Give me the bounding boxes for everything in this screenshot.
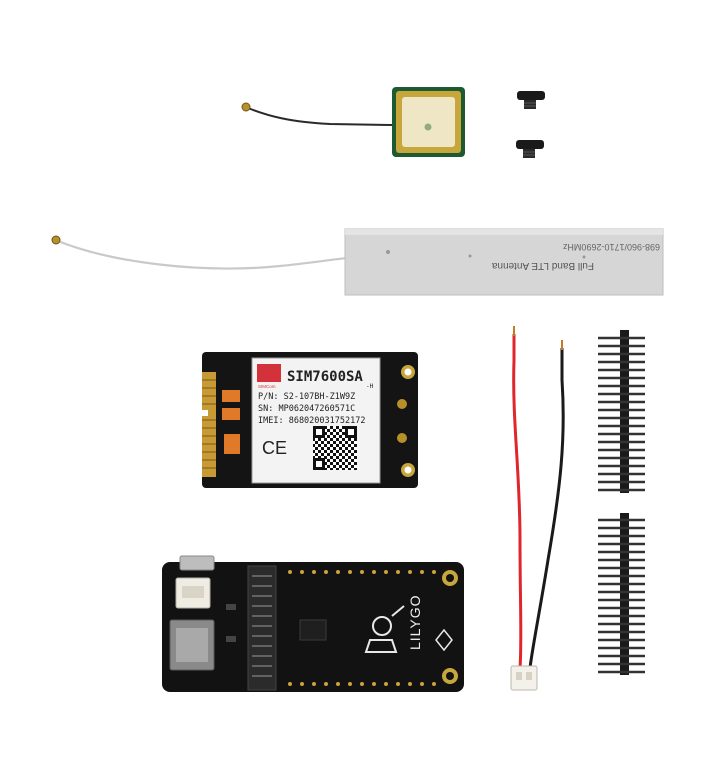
simcom-logo-text: SIMCom xyxy=(258,384,276,389)
pin-header-bottom xyxy=(598,513,645,675)
lte-antenna-dot xyxy=(386,250,390,254)
sim-card-slot-inner xyxy=(176,628,208,662)
sim7600-module: SIMCom SIM7600SA -H P/N: S2-107BH-Z1W9Z … xyxy=(200,352,418,488)
edge-connector-fingers xyxy=(202,379,216,469)
jst-slot xyxy=(516,672,522,680)
lilygo-mascot-logo xyxy=(364,605,405,653)
smd-component xyxy=(226,604,236,610)
lte-antenna-dot xyxy=(582,255,586,259)
antenna-pad xyxy=(397,399,407,409)
edge-notch xyxy=(200,410,208,416)
module-model: SIM7600SA xyxy=(287,369,363,385)
mount-hole-center xyxy=(404,368,412,376)
module-imei: IMEI: 868020031752172 xyxy=(258,416,365,426)
board-mount-hole-center xyxy=(446,672,454,680)
gps-ceramic-patch xyxy=(402,97,455,147)
antenna-pad xyxy=(397,433,407,443)
lte-antenna-cable xyxy=(57,239,391,270)
lilygo-brand-text: LILYGO xyxy=(407,594,423,650)
header-pins xyxy=(598,518,645,674)
smd-component xyxy=(226,636,236,642)
component xyxy=(222,390,240,402)
lte-ufl-connector xyxy=(51,235,61,245)
lte-antenna-frequency: 698-960/1710-2690MHz xyxy=(562,242,660,252)
module-model-suffix: -H xyxy=(366,383,374,390)
gps-antenna-cable xyxy=(247,107,393,126)
chip xyxy=(299,619,327,641)
gps-ufl-connector xyxy=(241,102,251,112)
module-part-number: P/N: S2-107BH-Z1W9Z xyxy=(258,392,355,402)
battery-socket-slot xyxy=(182,586,204,598)
antenna-logo-icon xyxy=(435,628,453,652)
mount-hole-center xyxy=(404,466,412,474)
header-plastic xyxy=(620,330,629,493)
qr-code xyxy=(313,426,357,470)
screw-bottom xyxy=(516,140,544,158)
gps-feed-pin xyxy=(424,123,432,131)
header-plastic xyxy=(620,513,629,675)
battery-cable xyxy=(510,326,565,691)
component xyxy=(222,408,240,420)
black-wire xyxy=(528,348,565,669)
usb-connector xyxy=(179,555,215,571)
pcie-socket xyxy=(247,565,277,691)
header-pins xyxy=(598,336,645,492)
lte-antenna: Full Band LTE Antenna 698-960/1710-2690M… xyxy=(51,228,664,296)
header-pads-bottom xyxy=(288,682,436,686)
red-wire xyxy=(512,334,523,669)
jst-slot xyxy=(526,672,532,680)
ce-mark: CE xyxy=(262,438,287,458)
simcom-logo xyxy=(257,364,281,382)
board-mount-hole-center xyxy=(446,574,454,582)
component xyxy=(224,434,240,454)
pcie-edge-connector xyxy=(202,372,216,477)
lte-antenna-highlight xyxy=(345,229,663,235)
pin-header-top xyxy=(598,330,645,493)
header-pads-top xyxy=(288,570,436,574)
lilygo-board: LILYGO xyxy=(162,555,464,692)
module-serial-number: SN: MP062047260571C xyxy=(258,404,355,414)
lte-antenna-dot xyxy=(468,254,472,258)
jst-connector xyxy=(510,665,538,691)
gps-antenna xyxy=(241,87,465,157)
screw-top xyxy=(517,91,545,109)
lte-antenna-title: Full Band LTE Antenna xyxy=(491,260,594,271)
pcie-socket-pins xyxy=(252,575,272,677)
